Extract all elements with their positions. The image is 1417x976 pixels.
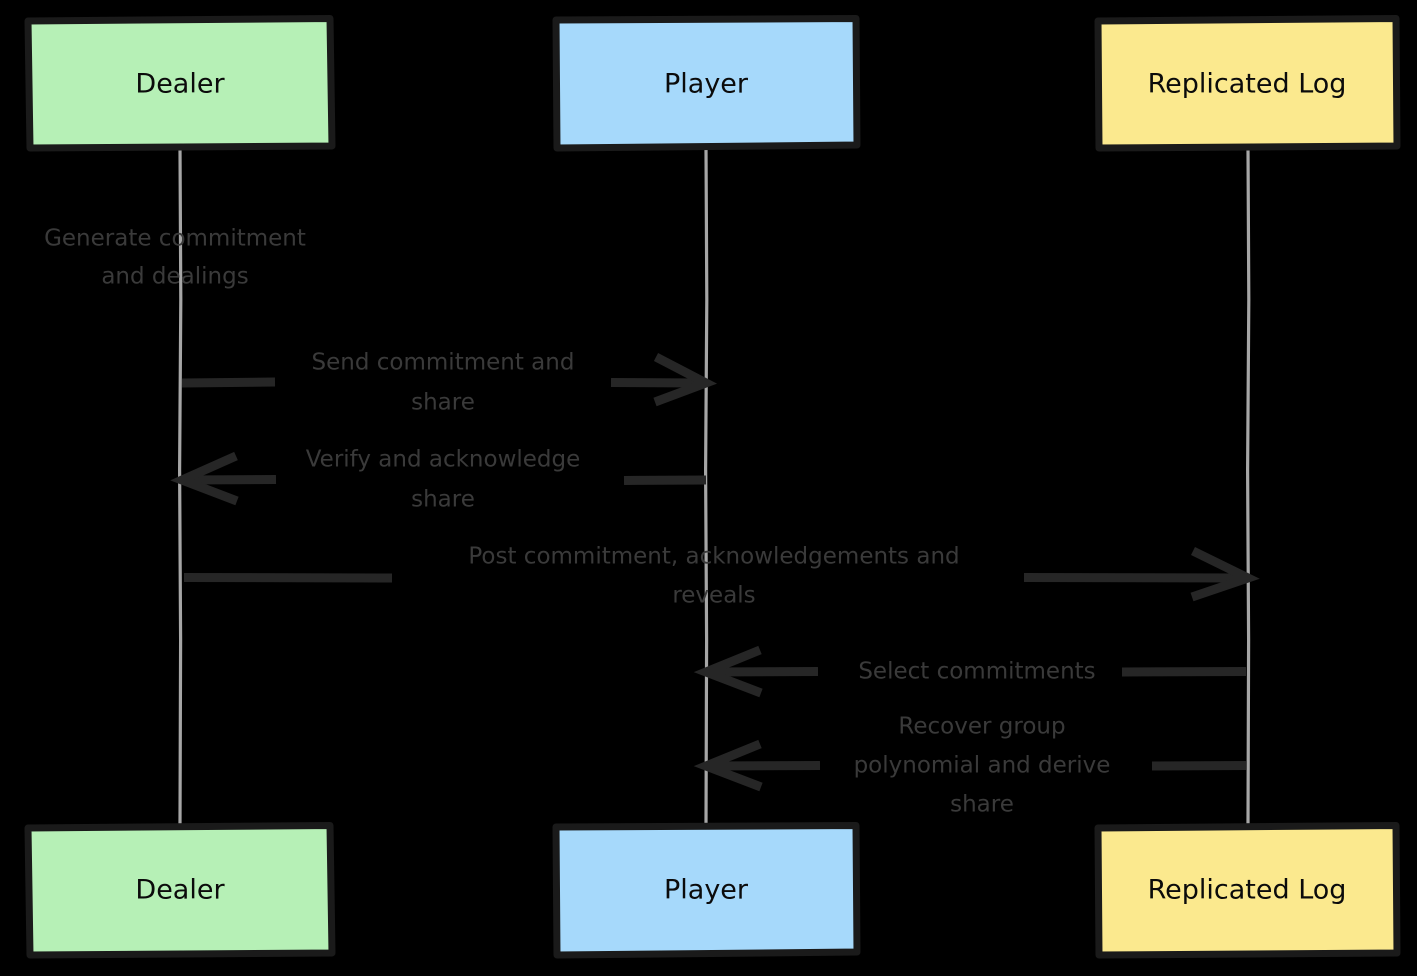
lifeline-replicated-log	[1245, 147, 1251, 826]
actor-box-replicated-log-top-border	[1094, 15, 1401, 152]
actor-label-dealer-top: Dealer	[135, 69, 225, 100]
message-arrowhead-m2	[653, 353, 718, 407]
actor-box-player-bottom[interactable]: Player	[552, 822, 861, 959]
actor-box-replicated-log-bottom-border	[1094, 822, 1401, 959]
message-label-m3-line1: Verify and acknowledge	[306, 447, 581, 473]
actor-box-player-bottom-fill	[555, 825, 857, 955]
message-verify-and-acknowledge-share[interactable]: Verify and acknowledge share	[170, 447, 707, 513]
actor-label-player-bottom: Player	[664, 875, 749, 906]
actor-box-player-top-border	[552, 15, 861, 152]
message-line-m4	[183, 573, 393, 583]
message-label-m6-line1: Recover group	[898, 714, 1065, 740]
message-label-m6-line2: polynomial and derive	[854, 753, 1111, 779]
lifelines-group	[177, 147, 1251, 826]
actor-box-dealer-bottom[interactable]: Dealer	[24, 822, 336, 959]
message-recover-group-polynomial-and-derive-share[interactable]: Recover group polynomial and derive shar…	[693, 714, 1247, 818]
actor-label-player-top: Player	[664, 69, 749, 100]
actor-box-replicated-log-top[interactable]: Replicated Log	[1094, 15, 1401, 152]
actor-box-dealer-top-border	[24, 15, 336, 152]
message-line-m2-tail	[610, 378, 703, 388]
message-label-m2-line1: Send commitment and	[312, 350, 575, 376]
actor-box-dealer-bottom-border	[24, 822, 336, 959]
lifeline-dealer	[177, 147, 183, 826]
message-line-m5	[1121, 667, 1247, 677]
actor-box-player-top[interactable]: Player	[552, 15, 861, 152]
message-line-m2	[181, 377, 276, 388]
message-send-commitment-and-share[interactable]: Send commitment and share	[181, 350, 718, 416]
message-line-m3	[623, 475, 707, 485]
message-post-commitment-acknowledgements-and-reveals[interactable]: Post commitment, acknowledgements and re…	[183, 544, 1260, 609]
lifeline-player	[703, 147, 709, 826]
message-select-commitments[interactable]: Select commitments	[693, 645, 1247, 698]
message-label-m3-line2: share	[411, 487, 475, 513]
message-line-m6-tail	[709, 761, 821, 771]
actor-box-dealer-bottom-fill	[27, 825, 332, 955]
message-arrowhead-m3	[170, 451, 239, 506]
actor-label-replicated-log-bottom: Replicated Log	[1148, 875, 1347, 906]
message-label-m2-line2: share	[411, 390, 475, 416]
message-label-m4-line1: Post commitment, acknowledgements and	[468, 544, 959, 570]
message-line-m4-tail	[1023, 573, 1245, 583]
message-label-m5-line1: Select commitments	[858, 659, 1095, 685]
actor-box-player-bottom-border	[552, 822, 861, 959]
actor-box-dealer-top[interactable]: Dealer	[24, 15, 336, 152]
actor-label-replicated-log-top: Replicated Log	[1148, 69, 1347, 100]
message-arrowhead-m6	[693, 739, 763, 792]
message-label-m1-line2: and dealings	[101, 264, 248, 290]
message-line-m5-tail	[709, 667, 819, 677]
message-line-m6	[1151, 761, 1247, 771]
message-generate-commitment-and-dealings: Generate commitment and dealings	[44, 226, 306, 290]
message-line-m3-tail	[185, 475, 277, 485]
message-arrowhead-m5	[693, 645, 763, 698]
message-label-m6-line3: share	[950, 792, 1014, 818]
message-label-m4-line2: reveals	[672, 583, 755, 609]
actor-box-player-top-fill	[555, 18, 857, 148]
actor-box-replicated-log-bottom[interactable]: Replicated Log	[1094, 822, 1401, 959]
actor-box-replicated-log-top-fill	[1097, 18, 1397, 148]
message-arrowhead-m4	[1190, 546, 1260, 602]
actor-label-dealer-bottom: Dealer	[135, 875, 225, 906]
actor-box-dealer-top-fill	[27, 18, 332, 148]
message-label-m1-line1: Generate commitment	[44, 226, 306, 252]
actor-box-replicated-log-bottom-fill	[1097, 825, 1397, 955]
